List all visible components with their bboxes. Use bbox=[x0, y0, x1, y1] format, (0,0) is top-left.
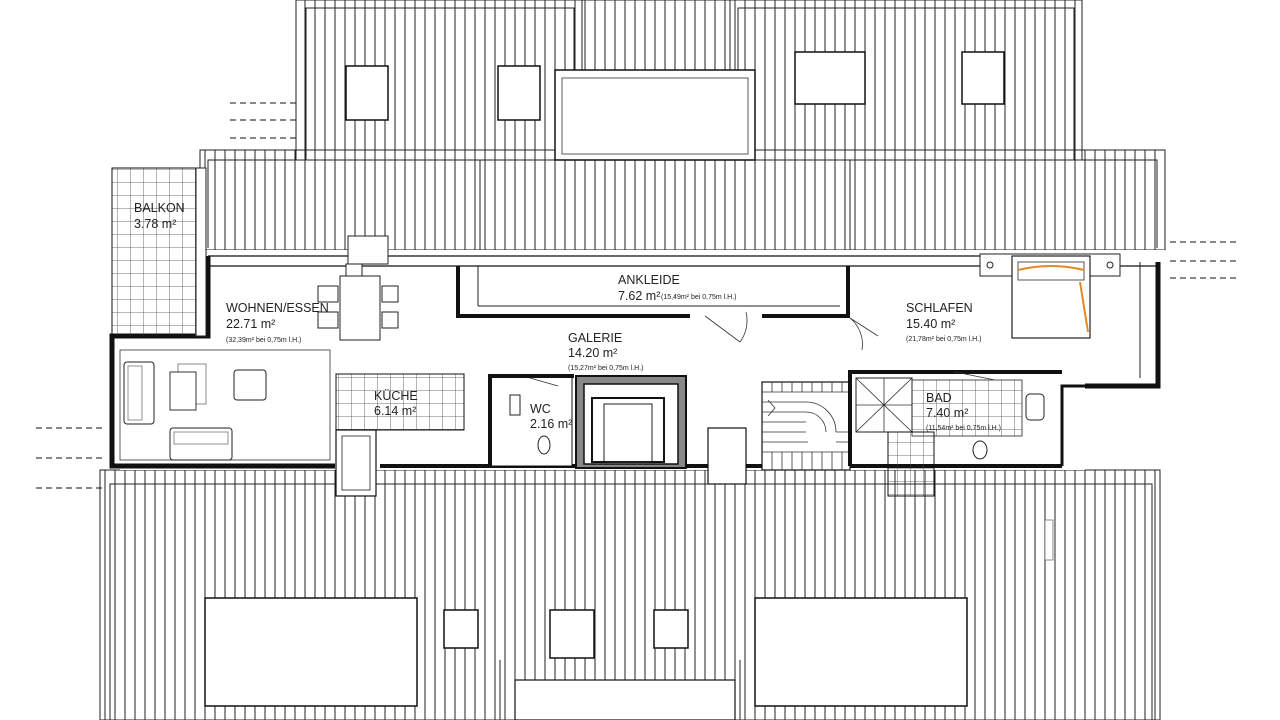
skylight bbox=[961, 51, 1005, 105]
elevator-shaft bbox=[575, 375, 747, 485]
skylight bbox=[653, 609, 689, 649]
galerie-area: 14.20 m² bbox=[568, 346, 617, 360]
balkon bbox=[111, 167, 207, 337]
skylight bbox=[497, 65, 541, 121]
wohnen-name: WOHNEN/ESSEN bbox=[226, 301, 329, 315]
room-labels: BALKON 3.78 m² WOHNEN/ESSEN 22.71 m² (32… bbox=[134, 201, 1001, 432]
bad-area: 7.40 m² bbox=[926, 406, 968, 420]
ankleide-name: ANKLEIDE bbox=[618, 273, 680, 287]
skylight bbox=[549, 609, 595, 659]
galerie-note: (15,27m² bei 0,75m l.H.) bbox=[568, 365, 643, 372]
ankleide-note: (15,49m² bei 0,75m l.H.) bbox=[661, 294, 736, 301]
roof-bottom bbox=[99, 469, 1161, 720]
skylight bbox=[794, 51, 866, 105]
staircase bbox=[761, 381, 851, 471]
galerie-name: GALERIE bbox=[568, 331, 622, 345]
bad bbox=[848, 370, 1062, 561]
wohnen-note: (32,39m² bei 0,75m l.H.) bbox=[226, 337, 301, 344]
dormer-bottom bbox=[204, 597, 418, 707]
wc bbox=[488, 374, 574, 467]
wc-area: 2.16 m² bbox=[530, 417, 572, 431]
balkon-area: 3.78 m² bbox=[134, 217, 176, 231]
living-furniture bbox=[119, 349, 331, 461]
kueche-name: KÜCHE bbox=[374, 389, 418, 403]
skylight bbox=[443, 609, 479, 649]
ankleide-wall bbox=[456, 266, 690, 318]
bad-note: (11,54m² bei 0,75m l.H.) bbox=[926, 425, 1001, 432]
kueche-area: 6.14 m² bbox=[374, 404, 416, 418]
ankleide-area: 7.62 m² bbox=[618, 289, 660, 303]
dormer-bottom bbox=[754, 597, 968, 707]
balkon-name: BALKON bbox=[134, 201, 185, 215]
dining-table bbox=[317, 235, 399, 341]
bed bbox=[1011, 255, 1091, 339]
schlafen-note: (21,78m² bei 0,75m l.H.) bbox=[906, 336, 981, 343]
wc-name: WC bbox=[530, 402, 551, 416]
wohnen-area: 22.71 m² bbox=[226, 317, 275, 331]
roof-top bbox=[199, 0, 1166, 251]
kueche bbox=[335, 373, 465, 497]
bad-name: BAD bbox=[926, 391, 952, 405]
dimension-lines bbox=[36, 102, 1240, 489]
dormer-top bbox=[554, 69, 756, 161]
schlafen-name: SCHLAFEN bbox=[906, 301, 973, 315]
schlafen-area: 15.40 m² bbox=[906, 317, 955, 331]
skylight bbox=[345, 65, 389, 121]
